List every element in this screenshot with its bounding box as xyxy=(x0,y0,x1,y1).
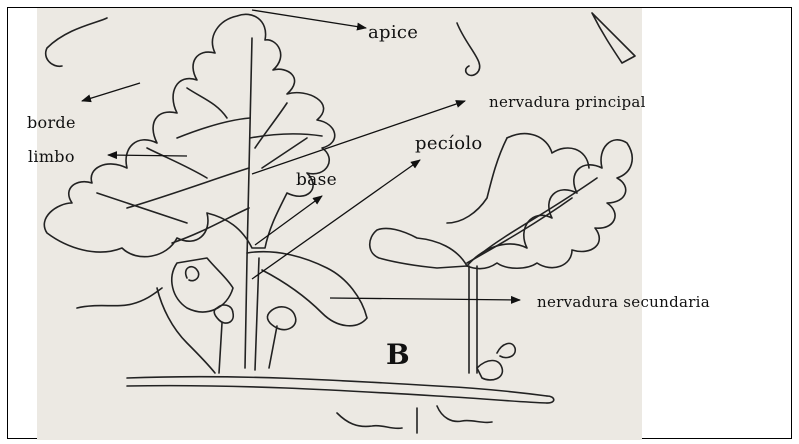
label-nervadura-secundaria: nervadura secundaria xyxy=(537,293,710,311)
label-peciolo: pecíolo xyxy=(415,133,483,154)
label-borde: borde xyxy=(27,113,76,132)
label-apice: apice xyxy=(368,22,418,43)
label-nervadura-principal: nervadura principal xyxy=(489,93,646,111)
label-base: base xyxy=(296,170,337,190)
arrow-borde xyxy=(82,83,140,101)
arrow-limbo xyxy=(108,155,187,156)
label-limbo: limbo xyxy=(28,147,75,166)
arrow-base xyxy=(255,196,322,245)
arrow-apice xyxy=(252,10,366,28)
figure-letter: B xyxy=(386,338,410,371)
arrow-nervadura-secundaria xyxy=(330,298,520,300)
